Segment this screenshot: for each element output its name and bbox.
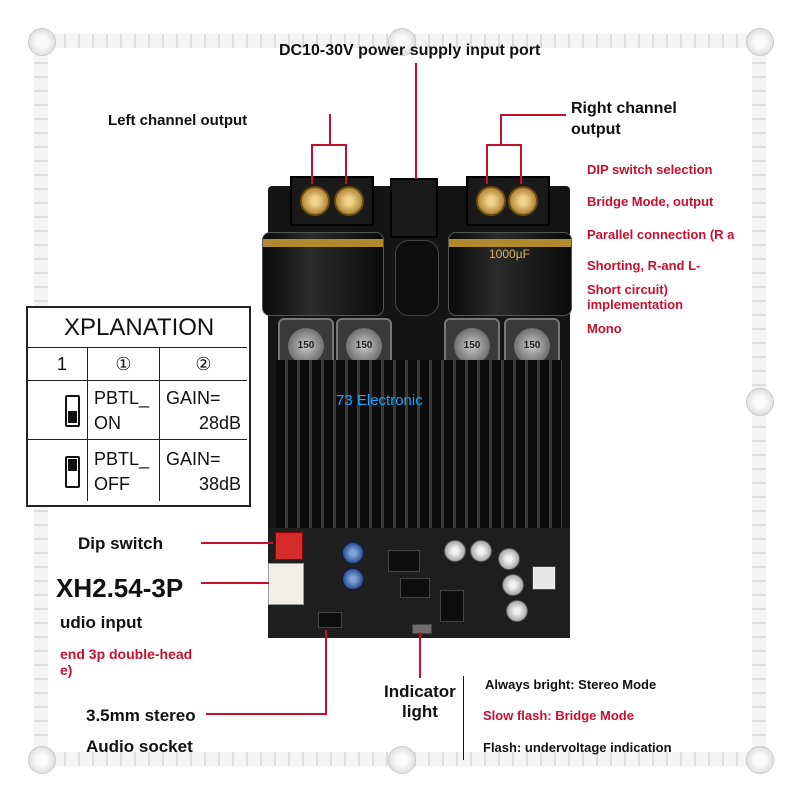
xh-connector-label: XH2.54-3P [56,573,184,603]
terminal-screw [300,186,330,216]
table-row1-switch [28,381,88,440]
always-bright-label: Always bright: Stereo Mode [485,677,657,692]
callout-line [486,144,488,184]
blue-capacitor [342,542,364,564]
audio-socket-label-2: Audio socket [86,737,193,756]
table-header-2: ② [160,348,247,381]
callout-line [329,114,331,144]
power-input-terminal [390,178,438,238]
audio-socket-label: 3.5mm stereo [86,706,196,725]
small-capacitor [444,540,466,562]
short-circuit-label: Short circuit) [587,282,668,297]
parallel-label: Parallel connection (R a [587,227,735,242]
small-capacitor [470,540,492,562]
led-array [532,566,556,590]
implementation-label: implementation [587,297,684,312]
table-row1-gain: GAIN=28dB [160,381,247,440]
frame-knot [746,746,774,774]
cable-note-label: end 3p double-head [60,646,193,662]
table-row2-mode: PBTL_OFF [88,440,160,501]
frame-knot [746,28,774,56]
table-row2-switch [28,440,88,501]
ic-chip [388,550,420,572]
power-led [412,624,432,634]
callout-line [415,63,417,179]
capacitor: 1000µF [448,232,572,316]
shorting-label: Shorting, R-and L- [587,258,701,273]
small-capacitor [502,574,524,596]
callout-line [325,630,327,714]
frame-knot [388,28,416,56]
dip-switch-component [275,532,303,560]
terminal-screw [508,186,538,216]
capacitor-value: 1000µF [489,247,530,261]
audio-socket-component [318,612,342,628]
bracket-line [463,676,464,760]
ic-chip [400,578,430,598]
capacitor [262,232,384,316]
flash-label: Flash: undervoltage indication [483,740,672,755]
frame-knot [746,388,774,416]
right-output-label: Right channel output [571,100,677,138]
callout-line [486,144,522,146]
callout-line [206,713,327,715]
dip-switch-label: Dip switch [78,534,164,553]
heatsink [276,360,562,530]
frame-knot [388,746,416,774]
callout-line [311,144,347,146]
callout-line [345,144,347,184]
table-title: XPLANATION [28,308,247,348]
callout-line [419,632,421,678]
mono-label: Mono [587,321,622,336]
callout-line [520,144,522,184]
dip-selection-label: DIP switch selection [587,162,713,177]
dip-on-icon [65,395,80,427]
callout-line [500,114,502,144]
explanation-table: XPLANATION 1 ① ② PBTL_ON GAIN=28dB PBTL_… [26,306,251,507]
table-row2-gain: GAIN=38dB [166,449,241,494]
terminal-screw [476,186,506,216]
watermark-brand: 73 Electronic [336,392,423,409]
ic-chip [440,590,464,622]
callout-line [500,114,566,116]
audio-input-label: udio input [60,613,143,632]
indicator-label: Indicator [384,682,456,701]
terminal-screw [334,186,364,216]
frame-knot [28,746,56,774]
callout-line [201,582,269,584]
left-output-label: Left channel output [108,112,248,129]
cable-note-label-2: e) [60,662,73,678]
small-capacitor [498,548,520,570]
bridge-mode-label: Bridge Mode, output [587,194,714,209]
slow-flash-label: Slow flash: Bridge Mode [483,708,634,723]
small-capacitor [506,600,528,622]
table-row1-mode: PBTL_ON [88,381,160,440]
table-header-1: ① [88,348,160,381]
power-connector [395,240,439,316]
table-header-0: 1 [28,348,88,381]
callout-line [311,144,313,184]
indicator-label-2: light [402,702,438,721]
frame-knot [28,28,56,56]
dip-off-icon [65,456,80,488]
callout-line [201,542,273,544]
blue-capacitor [342,568,364,590]
power-input-label: DC10-30V power supply input port [279,42,541,59]
xh-connector-component [268,563,304,605]
